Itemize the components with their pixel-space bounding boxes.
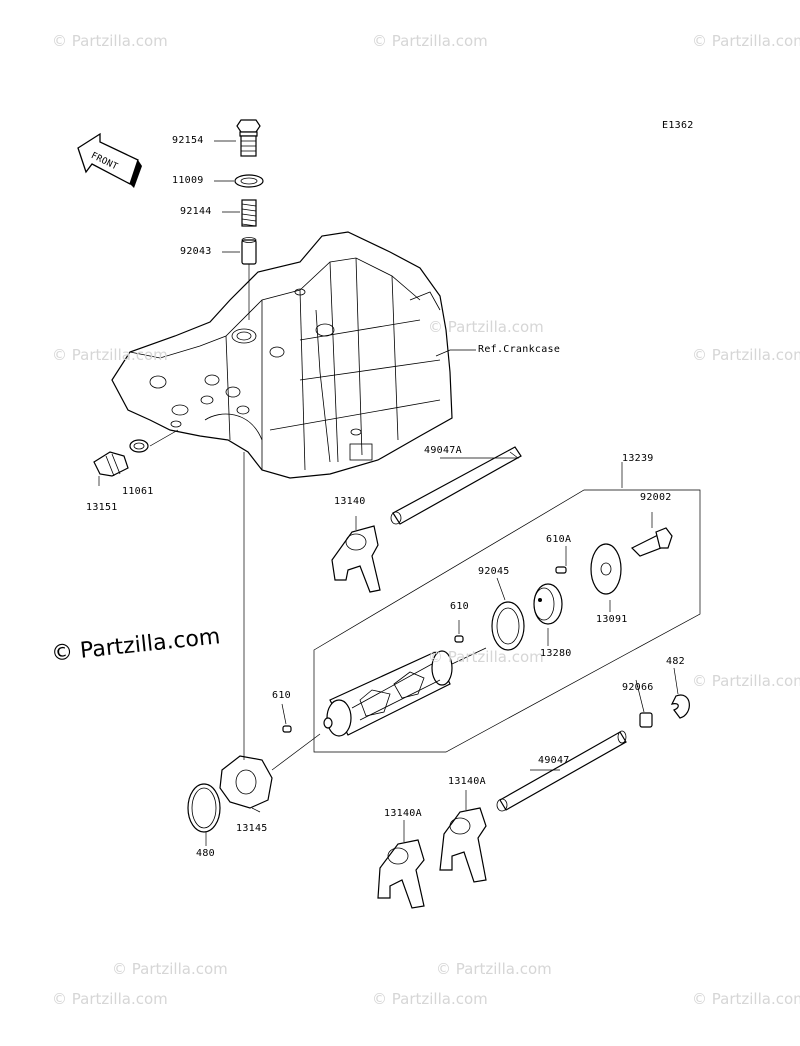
diagram-code: E1362	[662, 120, 694, 131]
front-arrow-icon	[77, 132, 142, 188]
watermark: © Partzilla.com	[52, 346, 168, 364]
circlip-482	[670, 694, 690, 719]
watermark: © Partzilla.com	[372, 990, 488, 1008]
shift-fork-13140A-left	[377, 839, 425, 909]
part-label-480[interactable]: 480	[196, 848, 215, 859]
spring-part	[241, 199, 257, 227]
shift-rod-49047A	[390, 446, 522, 525]
neutral-switch-part	[93, 439, 149, 477]
circlip-480	[187, 783, 221, 833]
leader-lines	[98, 140, 701, 846]
shift-drum-part	[323, 647, 487, 737]
watermark: © Partzilla.com	[112, 960, 228, 978]
part-label-13151[interactable]: 13151	[86, 502, 118, 513]
crankcase-illustration	[111, 231, 453, 479]
watermark: © Partzilla.com	[436, 960, 552, 978]
part-label-13091[interactable]: 13091	[596, 614, 628, 625]
part-label-13239[interactable]: 13239	[622, 453, 654, 464]
part-label-610[interactable]: 610	[450, 601, 469, 612]
part-label-92043[interactable]: 92043	[180, 246, 212, 257]
watermark: © Partzilla.com	[692, 32, 800, 50]
part-label-610A[interactable]: 610A	[546, 534, 572, 545]
shift-rod-49047	[496, 730, 627, 812]
watermark: © Partzilla.com	[52, 990, 168, 1008]
bearing-92045	[491, 601, 525, 651]
part-label-92154[interactable]: 92154	[172, 135, 204, 146]
part-label-92002[interactable]: 92002	[640, 492, 672, 503]
holder-13280	[533, 583, 563, 625]
plug-bolt-part	[236, 119, 261, 157]
shift-fork-13140A-right	[439, 807, 487, 883]
part-label-11009[interactable]: 11009	[172, 175, 204, 186]
bolt-92002	[630, 527, 673, 557]
part-label-13140A[interactable]: 13140A	[384, 808, 422, 819]
watermark: © Partzilla.com	[692, 346, 800, 364]
watermark: © Partzilla.com	[52, 32, 168, 50]
watermark: © Partzilla.com	[428, 648, 544, 666]
shift-cam-13145	[219, 755, 273, 809]
part-label-13140A[interactable]: 13140A	[448, 776, 486, 787]
part-label-610[interactable]: 610	[272, 690, 291, 701]
shift-fork-13140	[331, 525, 381, 593]
part-label-13140[interactable]: 13140	[334, 496, 366, 507]
pin-610-lower	[282, 725, 292, 733]
ref-crankcase-label: Ref.Crankcase	[478, 344, 561, 355]
part-label-49047[interactable]: 49047	[538, 755, 570, 766]
watermark: © Partzilla.com	[372, 32, 488, 50]
pin-part	[241, 237, 257, 265]
watermark: © Partzilla.com	[692, 672, 800, 690]
part-label-482[interactable]: 482	[666, 656, 685, 667]
collar-92066	[639, 712, 653, 728]
part-label-92144[interactable]: 92144	[180, 206, 212, 217]
pin-610A	[555, 566, 567, 574]
part-label-11061[interactable]: 11061	[122, 486, 154, 497]
watermark: © Partzilla.com	[428, 318, 544, 336]
watermark: © Partzilla.com	[692, 990, 800, 1008]
part-label-13145[interactable]: 13145	[236, 823, 268, 834]
part-label-92066[interactable]: 92066	[622, 682, 654, 693]
part-label-49047A[interactable]: 49047A	[424, 445, 462, 456]
pin-610-upper	[454, 635, 464, 643]
part-label-13280[interactable]: 13280	[540, 648, 572, 659]
plate-13091	[590, 543, 622, 595]
gasket-part	[234, 174, 264, 188]
part-label-92045[interactable]: 92045	[478, 566, 510, 577]
